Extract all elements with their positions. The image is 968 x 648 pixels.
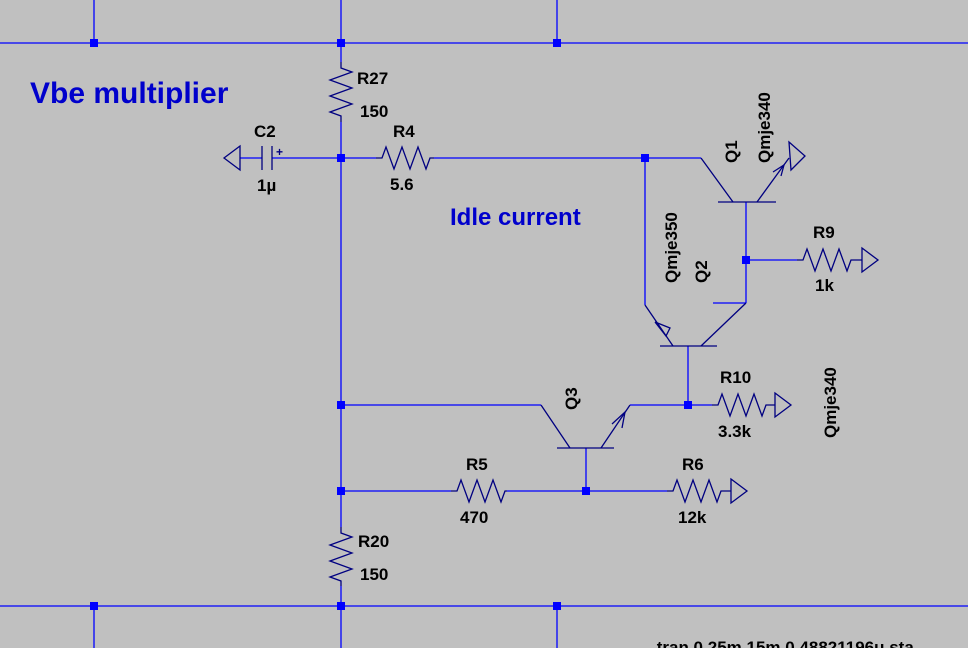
c2-value-label: 1µ (257, 176, 276, 195)
q3-name-label: Q3 (562, 387, 581, 410)
r20-name-label: R20 (358, 532, 389, 551)
r9-value-label: 1k (815, 276, 834, 295)
q2-transistor-symbol[interactable] (644, 302, 747, 347)
vbe-multiplier-comment: Vbe multiplier (30, 77, 229, 110)
q3-model-label: Qmje340 (821, 367, 840, 438)
c2-capacitor-symbol[interactable]: + (222, 144, 283, 172)
q1-name-label: Q1 (722, 140, 741, 163)
r20-resistor-symbol[interactable] (328, 527, 354, 586)
r27-resistor-symbol[interactable] (328, 62, 354, 122)
q1-model-label: Qmje340 (755, 92, 774, 163)
q3-transistor-symbol[interactable] (540, 404, 631, 449)
r4-name-label: R4 (393, 122, 415, 141)
r9-name-label: R9 (813, 223, 835, 242)
idle-current-comment: Idle current (450, 204, 581, 231)
r10-resistor-symbol[interactable] (712, 391, 793, 419)
r27-value-label: 150 (360, 102, 388, 121)
r20-value-label: 150 (360, 565, 388, 584)
r4-value-label: 5.6 (390, 175, 414, 194)
r5-value-label: 470 (460, 508, 488, 527)
r6-value-label: 12k (678, 508, 707, 527)
q1-transistor-symbol[interactable] (700, 140, 806, 203)
c2-polarity-mark: + (276, 145, 283, 159)
junction-dots (90, 39, 750, 610)
q2-model-label: Qmje350 (662, 212, 681, 283)
spice-directive[interactable]: .tran 0.25m 15m 0.48821196u sta (652, 638, 914, 648)
r10-value-label: 3.3k (718, 422, 752, 441)
r5-name-label: R5 (466, 455, 488, 474)
r6-name-label: R6 (682, 455, 704, 474)
r27-name-label: R27 (357, 69, 388, 88)
r10-name-label: R10 (720, 368, 751, 387)
r9-resistor-symbol[interactable] (797, 246, 880, 274)
r6-resistor-symbol[interactable] (667, 477, 749, 505)
r5-resistor-symbol[interactable] (451, 478, 507, 504)
c2-name-label: C2 (254, 122, 276, 141)
q2-name-label: Q2 (692, 260, 711, 283)
r4-resistor-symbol[interactable] (376, 145, 434, 171)
